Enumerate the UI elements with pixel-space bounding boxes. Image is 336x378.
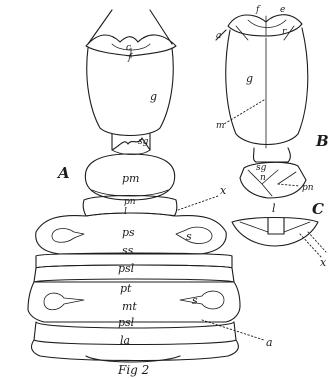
- label-a-ps: ps: [122, 226, 135, 239]
- label-a-pt: pt: [120, 282, 132, 295]
- label-c-x: x: [320, 256, 327, 269]
- label-a-la: la: [120, 334, 130, 347]
- label-a-x: x: [220, 184, 227, 197]
- lobe-left-2: [44, 293, 84, 310]
- label-a-s2: s: [192, 294, 198, 307]
- b-prothorax: [240, 162, 306, 198]
- lobe-left-1: [52, 229, 84, 243]
- panel-label-a: A: [56, 164, 70, 182]
- label-a-mt: mt: [122, 300, 137, 313]
- c-leader-x: [300, 232, 326, 258]
- label-b-g: g: [246, 72, 253, 85]
- leader-x: [178, 196, 218, 210]
- label-b-pn: pn: [302, 183, 314, 193]
- label-a-pm: pm: [122, 172, 139, 185]
- antenna-right: [150, 10, 172, 44]
- c-sclerite: [232, 218, 318, 247]
- label-b-sg: sg: [256, 163, 267, 173]
- b-leader-m: [224, 100, 264, 124]
- panel-label-c: C: [312, 200, 324, 218]
- label-a-s1: s: [186, 230, 192, 243]
- label-b-e: e: [280, 5, 285, 15]
- b-head-front: [228, 15, 302, 36]
- label-c-l: l: [272, 202, 276, 215]
- b-head-capsule: [226, 28, 308, 145]
- lobe-right-1: [176, 227, 212, 243]
- label-b-m: m: [216, 121, 225, 131]
- figure-caption: Fig 2: [117, 363, 149, 377]
- lobe-right-2: [180, 291, 224, 309]
- label-a-ss: ss: [122, 244, 134, 257]
- label-a-g: g: [150, 90, 157, 103]
- b-neck: [254, 148, 291, 162]
- panel-label-b: B: [315, 132, 329, 150]
- band-psl-2: [34, 322, 236, 345]
- antenna-left: [88, 10, 112, 44]
- label-a-l: l: [124, 207, 127, 217]
- panel-a-drawing: [28, 10, 264, 362]
- label-b-n: n: [260, 173, 266, 183]
- label-a-ax: a: [266, 336, 273, 349]
- label-b-f: f: [255, 5, 261, 15]
- panel-c-drawing: [232, 218, 326, 259]
- label-a-psl: psl: [118, 262, 135, 275]
- label-a-sg: sg: [138, 137, 149, 147]
- label-b-a: a: [216, 31, 221, 41]
- abdomen-tip: [86, 356, 180, 362]
- label-a-f: f: [127, 53, 133, 63]
- c-plate: [268, 218, 284, 234]
- label-a-c: c: [126, 43, 131, 53]
- label-a-psl2: psl: [118, 316, 135, 329]
- label-a-pn: pn: [124, 197, 136, 207]
- b-leader-pn: [278, 184, 300, 186]
- label-b-r: r: [282, 27, 287, 37]
